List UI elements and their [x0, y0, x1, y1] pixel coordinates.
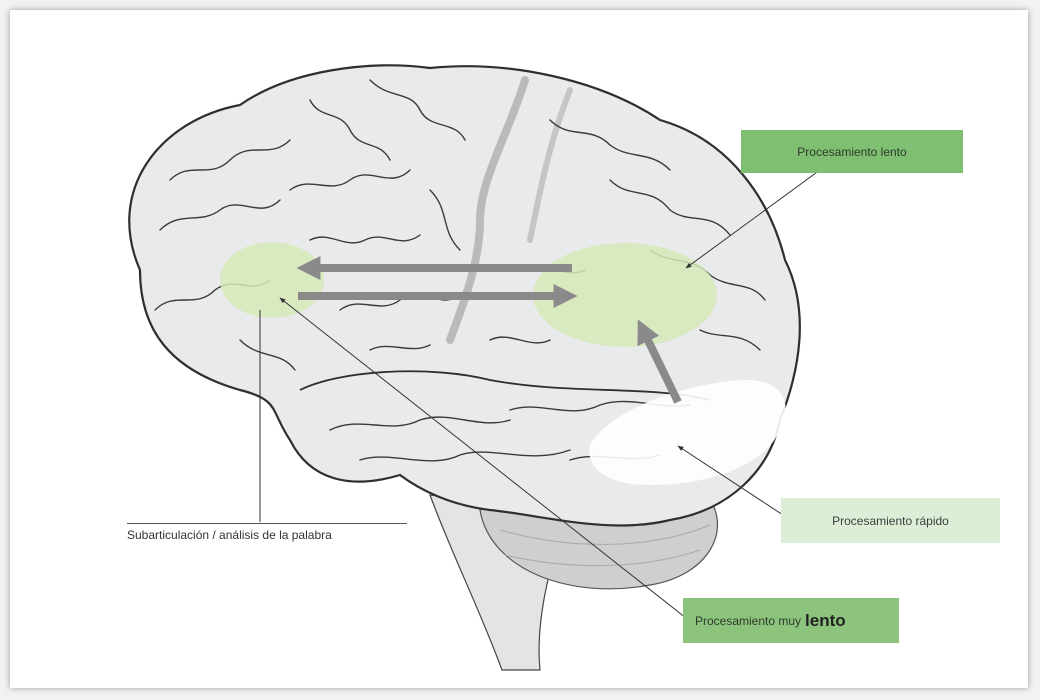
- callout-subarticulation: Subarticulación / análisis de la palabra: [127, 523, 407, 546]
- callout-very-slow-overlay-word: lento: [805, 611, 846, 631]
- callout-fast-processing: Procesamiento rápido: [781, 498, 1000, 543]
- left-region-highlight: [220, 242, 324, 318]
- brain-diagram: [10, 10, 1028, 688]
- callout-subarticulation-label: Subarticulación / análisis de la palabra: [127, 528, 332, 542]
- callout-very-slow-processing: Procesamiento muy lento: [683, 598, 899, 643]
- callout-slow-processing: Procesamiento lento: [741, 130, 963, 173]
- callout-very-slow-label: Procesamiento muy: [695, 614, 801, 628]
- callout-slow-label: Procesamiento lento: [797, 145, 906, 159]
- figure-frame: Procesamiento lento Procesamiento rápido…: [10, 10, 1028, 688]
- callout-fast-label: Procesamiento rápido: [832, 514, 949, 528]
